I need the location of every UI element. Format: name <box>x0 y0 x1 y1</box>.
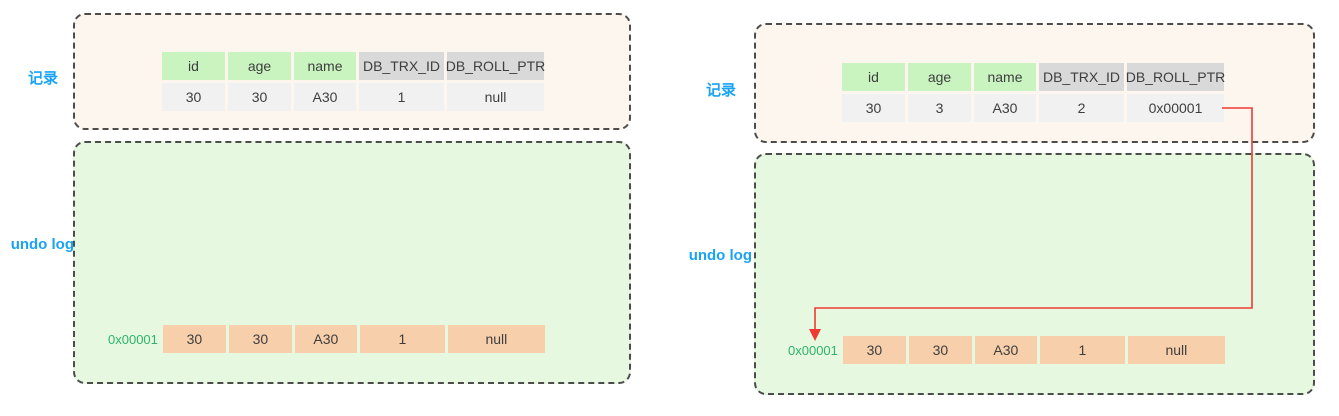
undo-cell-trx-id: 1 <box>359 325 445 353</box>
undo-address: 0x00001 <box>788 342 838 358</box>
data-cell-id: 30 <box>162 83 225 111</box>
undo-log-label-right: undo log <box>688 247 752 264</box>
header-cell-roll-ptr: DB_ROLL_PTR <box>1126 63 1225 91</box>
undo-entry-row: 30 30 A30 1 null <box>842 336 1225 364</box>
data-cell-trx-id: 1 <box>359 83 444 111</box>
data-cell-age: 30 <box>228 83 291 111</box>
undo-cell-id: 30 <box>842 336 906 364</box>
record-table-data-row: 30 30 A30 1 null <box>162 83 544 111</box>
undo-log-entry-left: 0x00001 30 30 A30 1 null <box>108 325 545 353</box>
data-cell-name: A30 <box>974 94 1036 122</box>
record-table-header-row: id age name DB_TRX_ID DB_ROLL_PTR <box>162 52 545 80</box>
header-cell-age: age <box>228 52 291 80</box>
undo-cell-name: A30 <box>294 325 357 353</box>
header-cell-id: id <box>162 52 225 80</box>
data-cell-roll-ptr: 0x00001 <box>1127 94 1224 122</box>
undo-log-label-left: undo log <box>10 236 74 253</box>
header-cell-age: age <box>908 63 971 91</box>
undo-cell-id: 30 <box>162 325 226 353</box>
header-cell-trx-id: DB_TRX_ID <box>1039 63 1124 91</box>
record-table-header-row: id age name DB_TRX_ID DB_ROLL_PTR <box>842 63 1225 91</box>
data-cell-age: 3 <box>908 94 971 122</box>
header-cell-name: name <box>294 52 356 80</box>
undo-cell-age: 30 <box>908 336 972 364</box>
record-table-data-row: 30 3 A30 2 0x00001 <box>842 94 1224 122</box>
record-label-left: 记录 <box>28 70 59 87</box>
header-cell-roll-ptr: DB_ROLL_PTR <box>446 52 545 80</box>
header-cell-trx-id: DB_TRX_ID <box>359 52 444 80</box>
undo-cell-roll-ptr: null <box>1127 336 1225 364</box>
header-cell-name: name <box>974 63 1036 91</box>
record-label-right: 记录 <box>706 82 737 99</box>
undo-cell-name: A30 <box>974 336 1037 364</box>
data-cell-roll-ptr: null <box>447 83 544 111</box>
undo-cell-age: 30 <box>228 325 292 353</box>
data-cell-name: A30 <box>294 83 356 111</box>
data-cell-id: 30 <box>842 94 905 122</box>
undo-address: 0x00001 <box>108 331 158 347</box>
undo-cell-roll-ptr: null <box>447 325 545 353</box>
undo-cell-trx-id: 1 <box>1039 336 1125 364</box>
data-cell-trx-id: 2 <box>1039 94 1124 122</box>
record-table-right: id age name DB_TRX_ID DB_ROLL_PTR 30 3 A… <box>842 63 1225 122</box>
undo-log-entry-right: 0x00001 30 30 A30 1 null <box>788 336 1225 364</box>
record-table-left: id age name DB_TRX_ID DB_ROLL_PTR 30 30 … <box>162 52 545 111</box>
undo-entry-row: 30 30 A30 1 null <box>162 325 545 353</box>
header-cell-id: id <box>842 63 905 91</box>
